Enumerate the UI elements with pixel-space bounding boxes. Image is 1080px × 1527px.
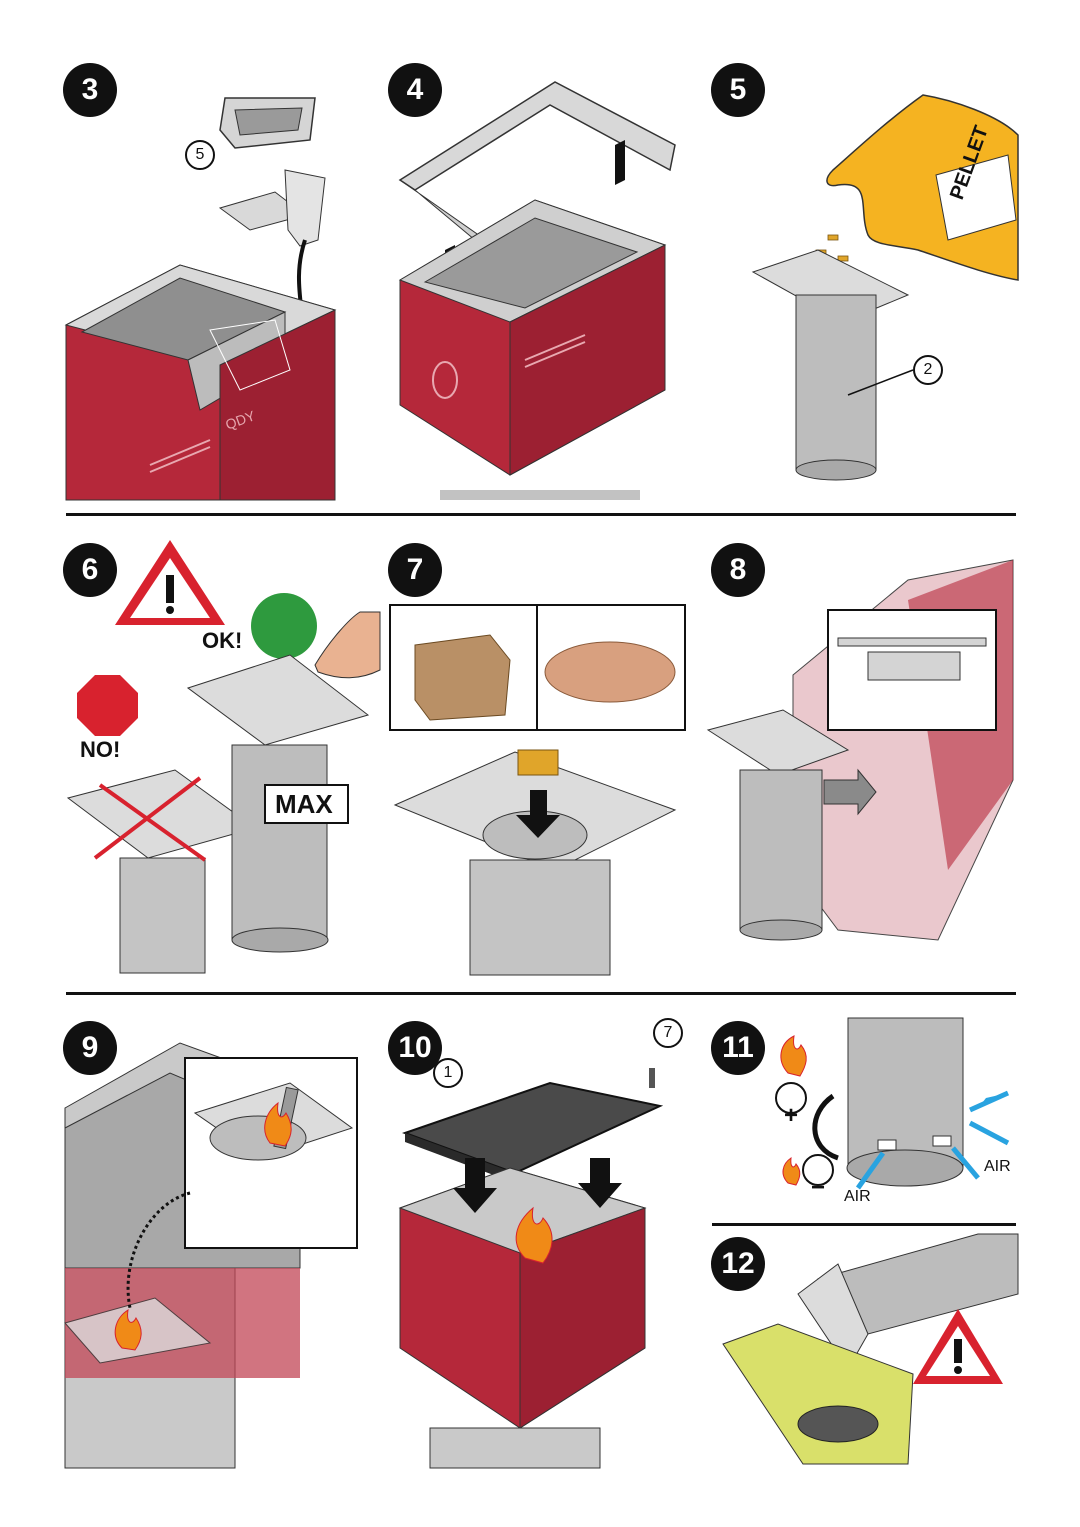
row-divider-3 [712,1223,1016,1226]
part-callout-1: 1 [433,1058,463,1088]
flame-icon [780,1035,807,1077]
part-callout-2: 2 [913,355,943,385]
step-7-illustration [389,604,686,976]
grill-grate [402,1081,664,1175]
step-10-illustration [398,1068,664,1469]
step-number: 6 [63,543,117,597]
no-label: NO! [80,737,121,762]
flame-icon [515,1206,553,1264]
row-divider-1 [66,513,1016,516]
flame-icon [114,1309,142,1351]
step-11-illustration [775,1017,1010,1190]
adjust-arrow-icon [812,1093,839,1161]
step-6-panel: 6 OK! NO! MAX [60,540,381,975]
step-number: 8 [711,543,765,597]
step-number: 5 [711,63,765,117]
step-5-panel: 5 PELLET 2 [708,60,1019,500]
ok-label: OK! [202,628,243,653]
decrease-symbol: − [811,1174,826,1201]
increase-symbol: + [784,1102,799,1129]
step-4-panel: 4 [385,60,676,500]
flame-icon [782,1156,801,1186]
step-number: 9 [63,1021,117,1075]
step-10-panel: 10 1 7 [385,1018,685,1469]
air-label-left: AIR [844,1188,871,1205]
step-6-illustration [66,540,381,974]
step-8-illustration [706,559,1014,941]
max-label: MAX [275,789,333,819]
step-number: 11 [711,1021,765,1075]
step-number: 10 [388,1021,442,1075]
firelighter-cube [414,634,511,721]
step-number: 7 [388,543,442,597]
step-3-illustration [64,97,337,501]
step-number: 12 [711,1237,765,1291]
step-9-illustration [64,1042,358,1469]
step-3-panel: 3 5 QDY [60,60,350,501]
step-5-illustration [751,94,1019,481]
thumbs-up-icon [251,593,317,659]
step-number: 3 [63,63,117,117]
step-number: 4 [388,63,442,117]
step-12-panel: 12 [708,1233,1019,1469]
flame-icon [264,1101,292,1147]
step-7-panel: 7 [385,540,686,976]
step-12-illustration [722,1233,1019,1465]
air-label-right: AIR [984,1158,1011,1175]
step-11-panel: 11 + − AIR AIR [708,1017,1018,1218]
stop-hand-icon [77,675,138,736]
part-callout-5: 5 [185,140,215,170]
step-4-illustration [398,81,676,500]
step-8-panel: 8 [706,540,1018,975]
wood-wool [544,641,676,703]
row-divider-2 [66,992,1016,995]
part-callout-7: 7 [653,1018,683,1048]
dustpan [722,1323,914,1465]
step-9-panel: 9 [60,1018,370,1469]
